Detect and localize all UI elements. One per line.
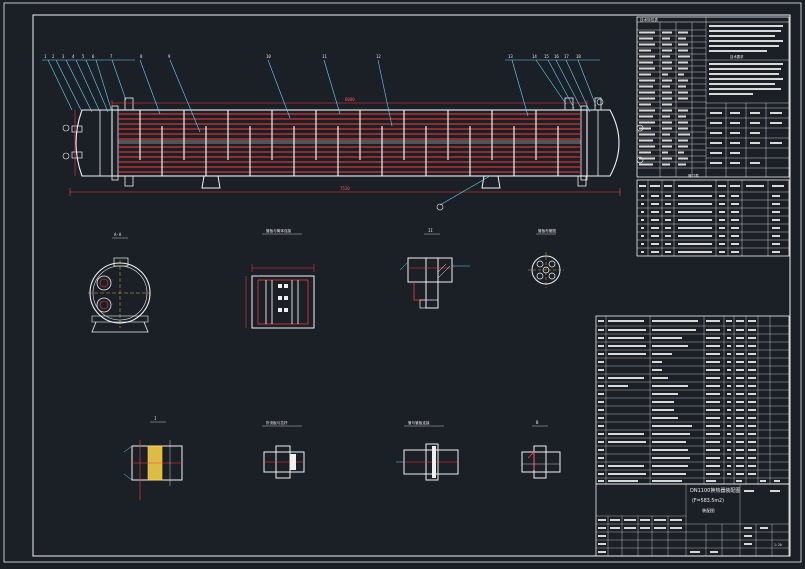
tube-layout-view: 管板布管图: [528, 228, 564, 288]
svg-text:1: 1: [44, 54, 47, 59]
svg-text:3: 3: [62, 54, 65, 59]
view-label-tube-layout: 管板布管图: [538, 228, 556, 233]
svg-text:17: 17: [564, 54, 569, 59]
notes-title: 技术要求: [730, 54, 744, 59]
svg-text:2: 2: [52, 54, 55, 59]
svg-text:18: 18: [576, 54, 581, 59]
tube-bundle: [118, 113, 581, 173]
view-label-i: I: [154, 416, 157, 421]
svg-text:6000: 6000: [345, 97, 355, 102]
view-label-ii: II: [428, 228, 433, 233]
baffles: [139, 110, 559, 176]
view-label-tubesheet: 管板与筒体连接: [266, 228, 292, 233]
tube-tubesheet-detail: 管与管板连接: [396, 420, 459, 481]
svg-text:9: 9: [168, 54, 171, 59]
outer-frame: [3, 2, 802, 563]
svg-text:7: 7: [110, 54, 113, 59]
baffle-tierod-detail: 折流板与拉杆: [262, 420, 305, 479]
svg-text:12: 12: [376, 54, 381, 59]
svg-text:5: 5: [82, 54, 85, 59]
detail-b-view: B: [521, 420, 561, 479]
svg-text:4: 4: [72, 54, 75, 59]
section-a-a-view: A-A: [88, 232, 151, 333]
svg-text:11: 11: [322, 54, 327, 59]
svg-text:13: 13: [508, 54, 513, 59]
nozzle-table-title: 管口表: [688, 173, 699, 178]
nozzle-table: 管口表: [636, 173, 790, 257]
tubesheet-shell-detail: 管板与筒体连接: [245, 228, 315, 329]
main-elevation-view: 6000 7520 12 3 4 5 6: [42, 54, 644, 211]
svg-text:14: 14: [532, 54, 537, 59]
title-block: DN1100换热器装配图 (F=583.5m2) 装配图 1:20: [595, 483, 790, 557]
view-label-b: B: [536, 420, 539, 425]
drawing-scale: 1:20: [774, 543, 782, 547]
inner-frame: [32, 14, 791, 557]
view-label-a-a: A-A: [114, 232, 122, 237]
technical-characteristics-table: 技术特性表: [636, 16, 790, 178]
detail-i-view: I: [123, 416, 183, 500]
drawing-type: 装配图: [702, 507, 715, 514]
view-label-baffle: 折流板与拉杆: [266, 420, 288, 425]
view-label-tube-joint: 管与管板连接: [408, 420, 430, 425]
svg-text:10: 10: [266, 54, 271, 59]
svg-text:8: 8: [140, 54, 143, 59]
svg-text:6: 6: [92, 54, 95, 59]
svg-text:16: 16: [554, 54, 559, 59]
svg-text:15: 15: [544, 54, 549, 59]
parts-list-table: [595, 315, 790, 485]
drawing-title: DN1100换热器装配图: [690, 487, 740, 494]
tech-table-title: 技术特性表: [640, 17, 658, 22]
detail-ii-view: II: [399, 228, 470, 309]
drawing-subtitle: (F=583.5m2): [692, 498, 724, 504]
svg-text:7520: 7520: [340, 186, 350, 191]
